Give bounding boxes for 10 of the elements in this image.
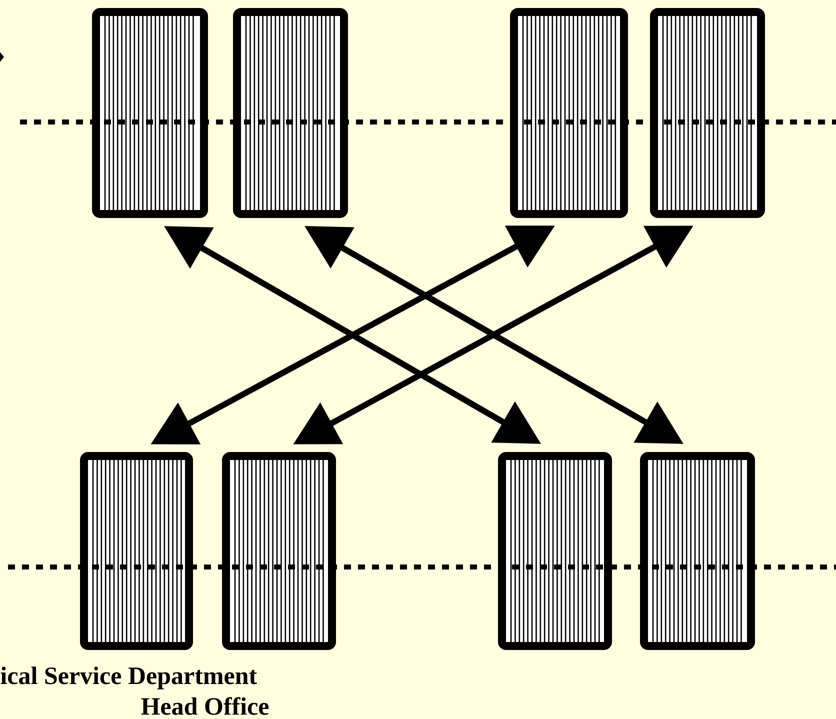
striped-box <box>510 8 628 218</box>
striped-box <box>80 452 193 650</box>
caption-text: Head Office <box>141 697 269 715</box>
striped-box <box>498 452 612 650</box>
striped-box <box>650 8 765 218</box>
striped-box <box>92 8 208 218</box>
caption-text: ical Service Department <box>0 666 257 690</box>
striped-box <box>233 8 348 218</box>
striped-box <box>640 452 755 650</box>
striped-box <box>222 452 336 650</box>
